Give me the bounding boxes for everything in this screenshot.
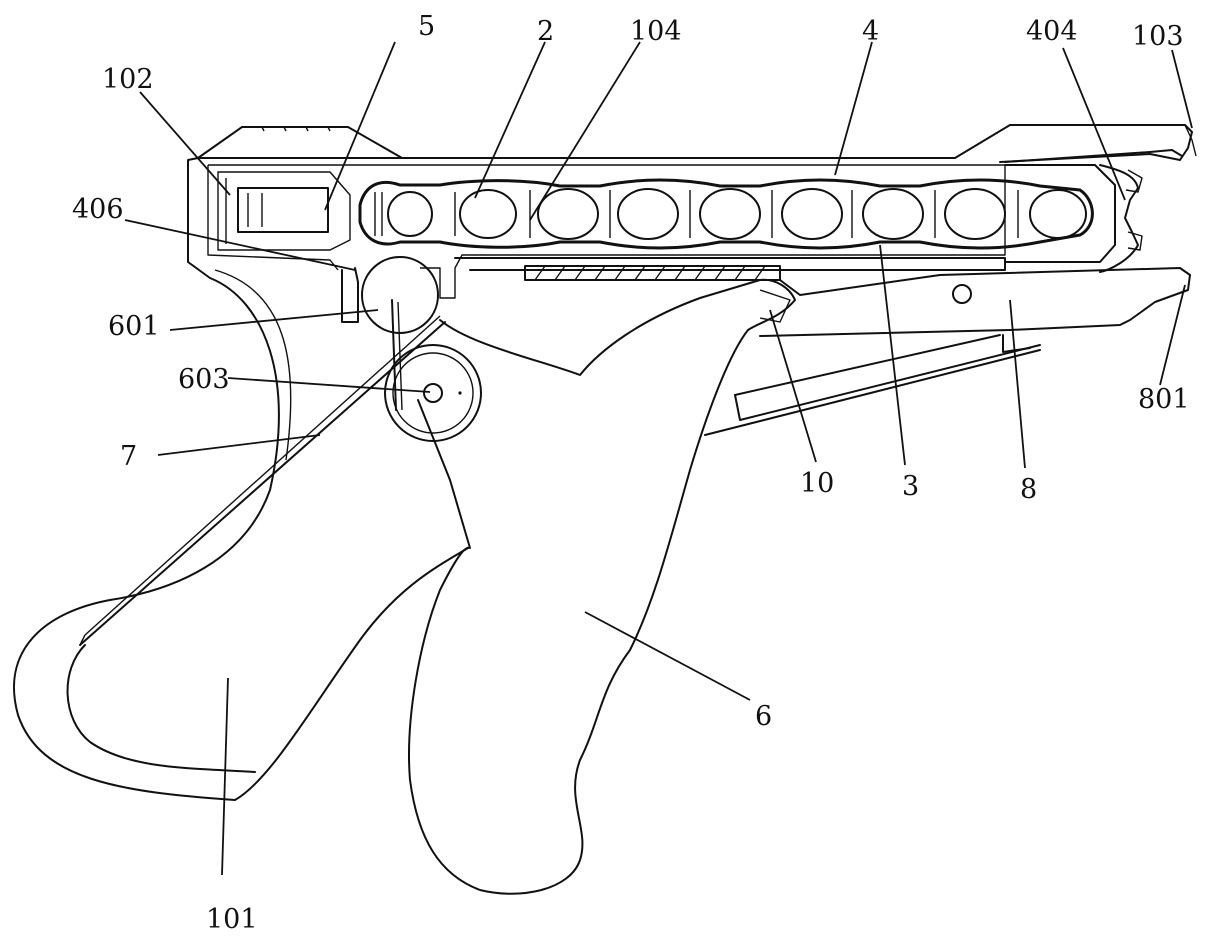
label-601: 601: [108, 311, 160, 342]
label-102: 102: [102, 64, 154, 95]
pusher-rail: [525, 266, 780, 280]
label-2: 2: [537, 16, 554, 47]
housing-body: [14, 125, 1196, 800]
label-801: 801: [1138, 384, 1190, 415]
label-103: 103: [1132, 21, 1184, 52]
label-404: 404: [1026, 16, 1078, 47]
label-101: 101: [206, 904, 258, 935]
spring: [80, 300, 445, 645]
lower-jaw: [705, 268, 1190, 435]
label-6: 6: [755, 701, 772, 732]
label-4: 4: [862, 16, 879, 47]
leader-lines: [125, 42, 1192, 875]
label-10: 10: [800, 468, 834, 499]
pivot-assembly: [362, 257, 481, 441]
clip-chain: [360, 180, 1092, 248]
label-406: 406: [72, 194, 124, 225]
label-603: 603: [178, 364, 230, 395]
label-8: 8: [1020, 474, 1037, 505]
label-104: 104: [630, 16, 682, 47]
label-5: 5: [418, 11, 435, 42]
label-7: 7: [120, 441, 137, 472]
label-3: 3: [902, 471, 919, 502]
